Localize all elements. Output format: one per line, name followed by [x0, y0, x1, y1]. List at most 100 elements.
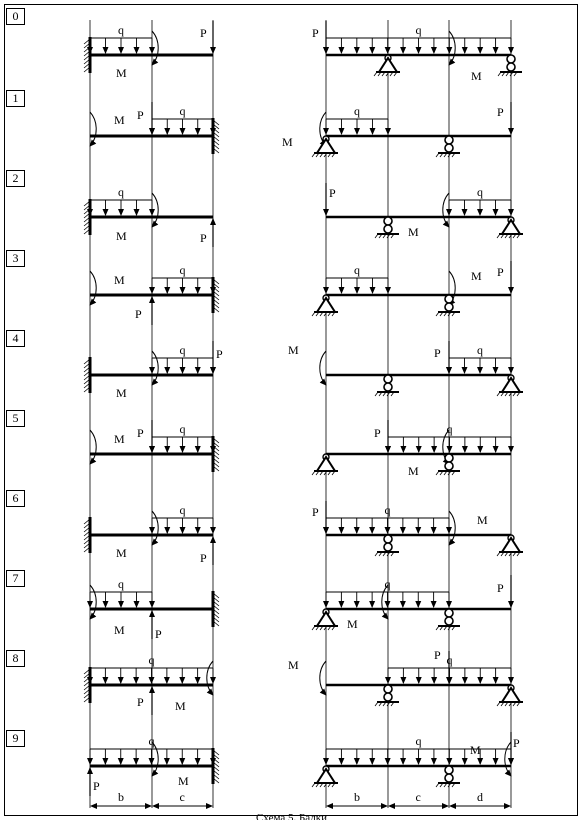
ground-hatch [378, 701, 383, 707]
roller-top [383, 374, 393, 384]
wall-hatch [212, 143, 220, 150]
ground-hatch [319, 782, 324, 788]
wall-hatch [83, 688, 91, 695]
force-label-P: P [434, 346, 441, 360]
wall-hatch [212, 449, 220, 456]
force-label-P: P [216, 347, 223, 361]
moment-M: M [448, 510, 488, 546]
wall-hatch [212, 437, 220, 444]
ground-hatch [512, 551, 517, 557]
distributed-load: q [87, 577, 155, 608]
row-number-7: 7 [6, 570, 25, 587]
roller-bottom [506, 62, 516, 72]
moment-arc [206, 660, 214, 696]
moment-M: M [89, 270, 125, 306]
pin-triangle [500, 218, 522, 235]
distributed-load: q [149, 343, 216, 374]
moment-arc [89, 584, 97, 620]
dimension-label-c: c [416, 790, 421, 804]
ground-hatch [447, 470, 452, 476]
ground-hatch [447, 625, 452, 631]
ground-hatch [504, 551, 509, 557]
roller-support [435, 765, 460, 788]
fixed-wall-support [211, 277, 220, 313]
force-P-down: P [497, 102, 514, 135]
figure-caption: Схема 5. Балки [256, 812, 327, 820]
wall-hatch [212, 592, 220, 599]
load-label-q: q [118, 577, 124, 591]
ground-hatch [512, 701, 517, 707]
pin-triangle [377, 56, 399, 73]
ground-hatch [516, 551, 521, 557]
wall-hatch [83, 42, 91, 49]
moment-M: M [282, 111, 327, 149]
wall-hatch [212, 761, 220, 768]
ground-hatch [443, 625, 448, 631]
ground-hatch [311, 782, 316, 788]
dimension-label-b: b [118, 790, 124, 804]
load-label-q: q [149, 653, 155, 667]
roller-support [435, 294, 460, 317]
load-label-q: q [118, 23, 124, 37]
ground-hatch [319, 152, 324, 158]
row-number-2: 2 [6, 170, 25, 187]
pin-support [373, 54, 400, 77]
moment-M: M [116, 192, 159, 243]
wall-hatch [83, 692, 91, 699]
pin-triangle [315, 767, 337, 784]
ground-hatch [435, 782, 440, 788]
load-label-q: q [385, 503, 391, 517]
roller-bottom [444, 302, 454, 312]
wall-hatch [83, 374, 91, 381]
ground-hatch [500, 391, 505, 397]
ground-hatch [443, 470, 448, 476]
ground-hatch [331, 625, 336, 631]
roller-support [374, 374, 399, 397]
wall-hatch [212, 600, 220, 607]
ground-hatch [327, 152, 332, 158]
ground-hatch [504, 701, 509, 707]
moment-arc [151, 741, 159, 777]
roller-bottom [444, 616, 454, 626]
wall-hatch [83, 216, 91, 223]
force-label-P: P [137, 426, 144, 440]
ground-hatch [447, 152, 452, 158]
force-P-up: P [149, 610, 162, 641]
roller-top [444, 294, 454, 304]
ground-hatch [386, 233, 391, 239]
roller-bottom [383, 542, 393, 552]
force-label-P: P [374, 426, 381, 440]
force-P-down: P [137, 102, 155, 135]
force-P-down: P [374, 420, 391, 453]
load-label-q: q [354, 104, 360, 118]
wall-hatch [212, 306, 220, 313]
moment-arc [89, 429, 97, 465]
roller-top [383, 684, 393, 694]
ground-hatch [374, 701, 379, 707]
ground-hatch [447, 782, 452, 788]
beams [90, 53, 511, 768]
ground-hatch [512, 391, 517, 397]
wall-hatch [83, 378, 91, 385]
row-number-5: 5 [6, 410, 25, 427]
wall-hatch [83, 66, 91, 73]
wall-hatch [212, 769, 220, 776]
wall-hatch [212, 604, 220, 611]
ground-hatch [315, 782, 320, 788]
ground-hatch [390, 551, 395, 557]
row-number-6: 6 [6, 490, 25, 507]
ground-hatch [382, 233, 387, 239]
row-number-0: 0 [6, 8, 25, 25]
roller-bottom [383, 224, 393, 234]
roller-support [435, 608, 460, 631]
moment-label-M: M [471, 269, 482, 283]
pin-triangle [315, 137, 337, 154]
moment-M: M [288, 658, 327, 696]
wall-hatch [212, 465, 220, 472]
ground-hatch [439, 311, 444, 317]
fixed-wall-support [83, 199, 92, 235]
wall-hatch [83, 370, 91, 377]
load-label-q: q [354, 263, 360, 277]
ground-hatch [311, 152, 316, 158]
